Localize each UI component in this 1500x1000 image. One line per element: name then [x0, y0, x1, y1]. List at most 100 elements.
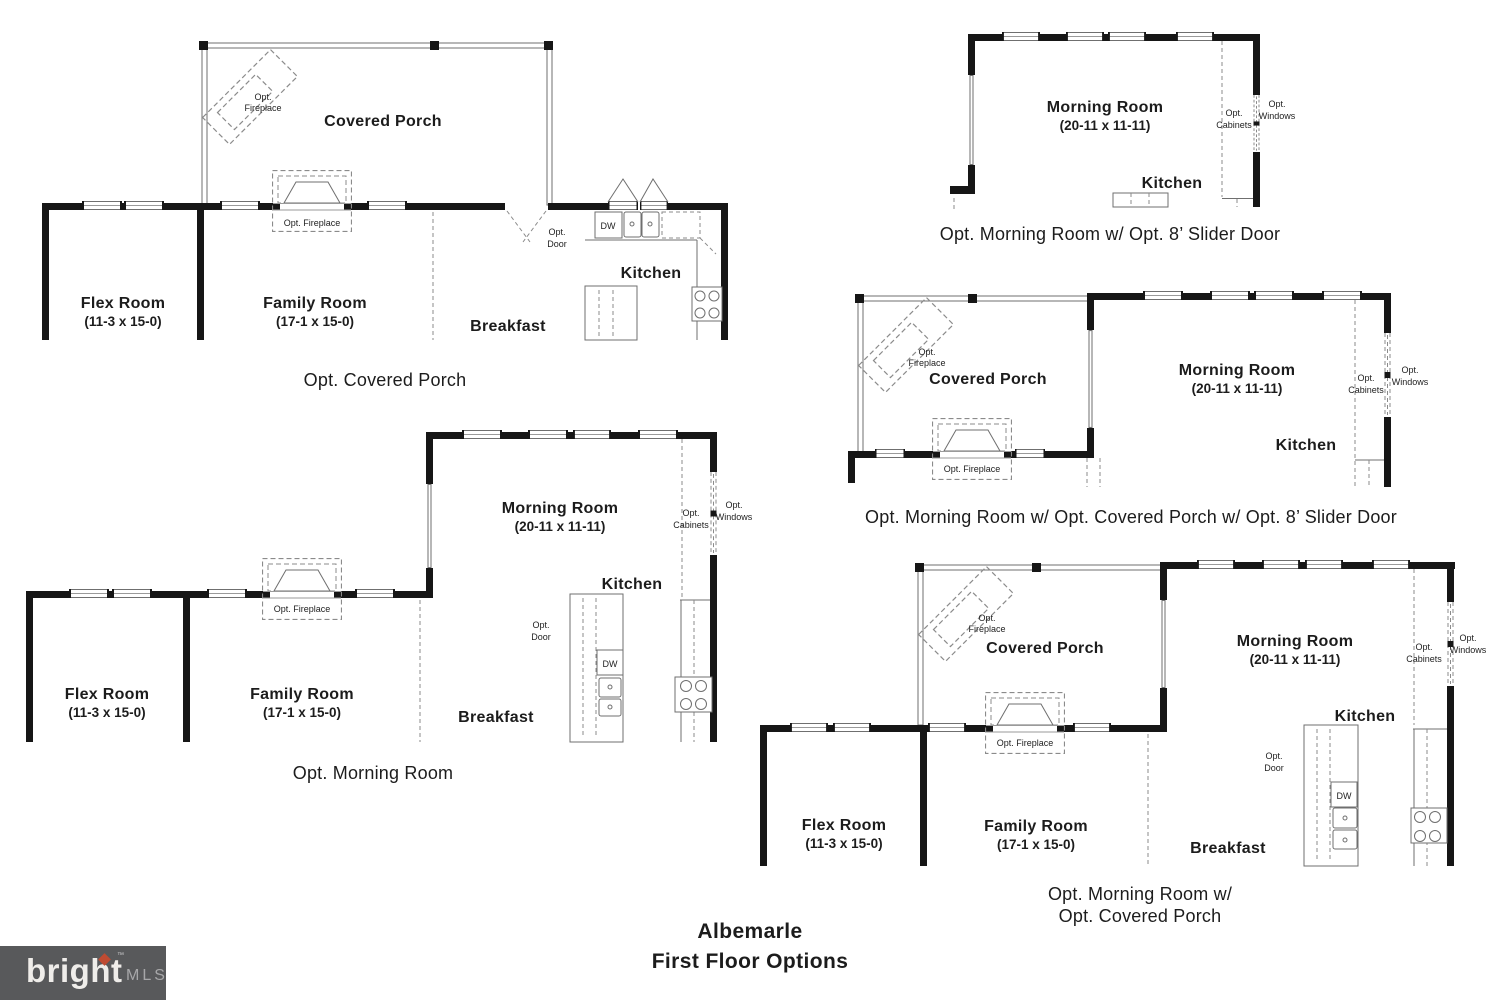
window	[207, 589, 247, 598]
opt-windows-section	[1384, 333, 1391, 417]
window	[1015, 449, 1045, 458]
fireplace-label: Fireplace	[244, 103, 281, 113]
room-label-morning: Morning Room	[1179, 362, 1295, 379]
room-dims-family: (17-1 x 15-0)	[997, 837, 1075, 852]
room-label-breakfast: Breakfast	[470, 318, 546, 335]
sheet-subtitle: First Floor Options	[652, 950, 849, 973]
room-dims-flex: (11-3 x 15-0)	[68, 705, 145, 720]
door-label: Opt.	[548, 227, 565, 237]
kitchen-fixtures	[1303, 724, 1448, 867]
windows-label: Opt.	[725, 500, 742, 510]
porch-post	[430, 41, 439, 50]
window	[928, 723, 966, 732]
windows-label: Opt.	[1459, 633, 1476, 643]
window	[124, 201, 164, 210]
plan-caption-line1: Opt. Morning Room w/	[1048, 884, 1232, 904]
kitchen-counter	[1355, 459, 1384, 487]
fireplace-label: Opt.	[918, 347, 935, 357]
sink-basin	[641, 211, 660, 238]
sink-basin	[1332, 807, 1358, 829]
windows-label: Windows	[716, 512, 753, 522]
window	[1197, 560, 1235, 569]
room-label-morning: Morning Room	[1237, 633, 1353, 650]
main-walls	[950, 34, 1260, 207]
upper-cabinet	[661, 211, 701, 239]
window	[528, 430, 568, 439]
room-label-breakfast: Breakfast	[1190, 840, 1266, 857]
window	[367, 201, 407, 210]
plan-caption: Opt. Morning Room w/ Opt. Covered Porch …	[865, 507, 1397, 527]
window	[638, 430, 678, 439]
plan-morning-room-covered-porch: Covered Porch Opt. Fireplace Opt. Firepl…	[760, 560, 1487, 926]
window	[1143, 291, 1183, 300]
room-label-family: Family Room	[984, 818, 1088, 835]
fireplace-label: Opt. Fireplace	[284, 218, 341, 228]
cabinets-label: Cabinets	[1406, 654, 1442, 664]
fireplace-label: Opt. Fireplace	[944, 464, 1001, 474]
slider-door	[427, 484, 432, 568]
dishwasher-label: DW	[601, 221, 616, 231]
stove	[691, 286, 723, 322]
plan-caption: Opt. Morning Room w/ Opt. 8’ Slider Door	[940, 224, 1280, 244]
main-walls	[26, 432, 717, 742]
logo-suffix-text: MLS	[126, 967, 168, 984]
logo-trademark: ™	[117, 952, 124, 959]
main-walls	[760, 562, 1455, 866]
room-label-breakfast: Breakfast	[458, 709, 534, 726]
window	[1066, 32, 1104, 41]
kitchen-island	[569, 593, 624, 743]
cabinets-label: Opt.	[1357, 373, 1374, 383]
porch-post	[199, 41, 208, 50]
window	[1002, 32, 1040, 41]
stove	[674, 676, 713, 713]
opt-windows-section	[1253, 95, 1260, 152]
fireplace-label: Fireplace	[968, 624, 1005, 634]
window	[1176, 32, 1214, 41]
casement-window-swing	[607, 178, 639, 203]
dishwasher	[594, 211, 623, 239]
window	[112, 589, 152, 598]
casement-window-swing	[639, 178, 669, 203]
opt-door-swing	[506, 210, 547, 243]
windows-label: Windows	[1392, 377, 1429, 387]
room-label-flex: Flex Room	[802, 817, 887, 834]
door-label: Door	[531, 632, 551, 642]
windows-label: Windows	[1259, 111, 1296, 121]
kitchen-island	[584, 285, 638, 341]
window	[875, 449, 905, 458]
room-label-kitchen: Kitchen	[1335, 708, 1396, 725]
kitchen-island	[1303, 724, 1359, 867]
plan-morning-room-slider: Morning Room (20-11 x 11-11) Kitchen Opt…	[940, 32, 1296, 244]
room-label-covered-porch: Covered Porch	[929, 371, 1047, 388]
sink-basin	[1332, 829, 1358, 850]
fireplace-label: Opt.	[254, 92, 271, 102]
window	[1372, 560, 1410, 569]
slider-door	[1088, 330, 1093, 428]
room-dims-family: (17-1 x 15-0)	[276, 314, 354, 329]
room-dims-flex: (11-3 x 15-0)	[805, 836, 882, 851]
slider-door	[969, 75, 974, 165]
window	[573, 430, 611, 439]
plan-caption: Opt. Morning Room	[293, 763, 453, 783]
fireplace-label: Opt.	[978, 613, 995, 623]
sheet-title: Albemarle	[697, 920, 802, 943]
room-label-morning: Morning Room	[502, 500, 618, 517]
door-label: Opt.	[1265, 751, 1282, 761]
windows-label: Opt.	[1401, 365, 1418, 375]
corner-fireplace	[917, 565, 1015, 663]
corner-fireplace	[857, 296, 955, 394]
porch-post	[968, 294, 977, 303]
sink-basin	[598, 677, 622, 698]
bright-mls-logo: bright ™ MLS	[0, 946, 166, 1000]
dishwasher	[1330, 781, 1358, 808]
room-label-covered-porch: Covered Porch	[986, 640, 1104, 657]
kitchen-fixtures	[584, 211, 723, 341]
porch-post	[544, 41, 553, 50]
fireplace-label: Fireplace	[908, 358, 945, 368]
window	[1210, 291, 1250, 300]
window	[1073, 723, 1111, 732]
porch-post	[1032, 563, 1041, 572]
room-dims-morning: (20-11 x 11-11)	[1250, 652, 1341, 667]
window	[462, 430, 502, 439]
